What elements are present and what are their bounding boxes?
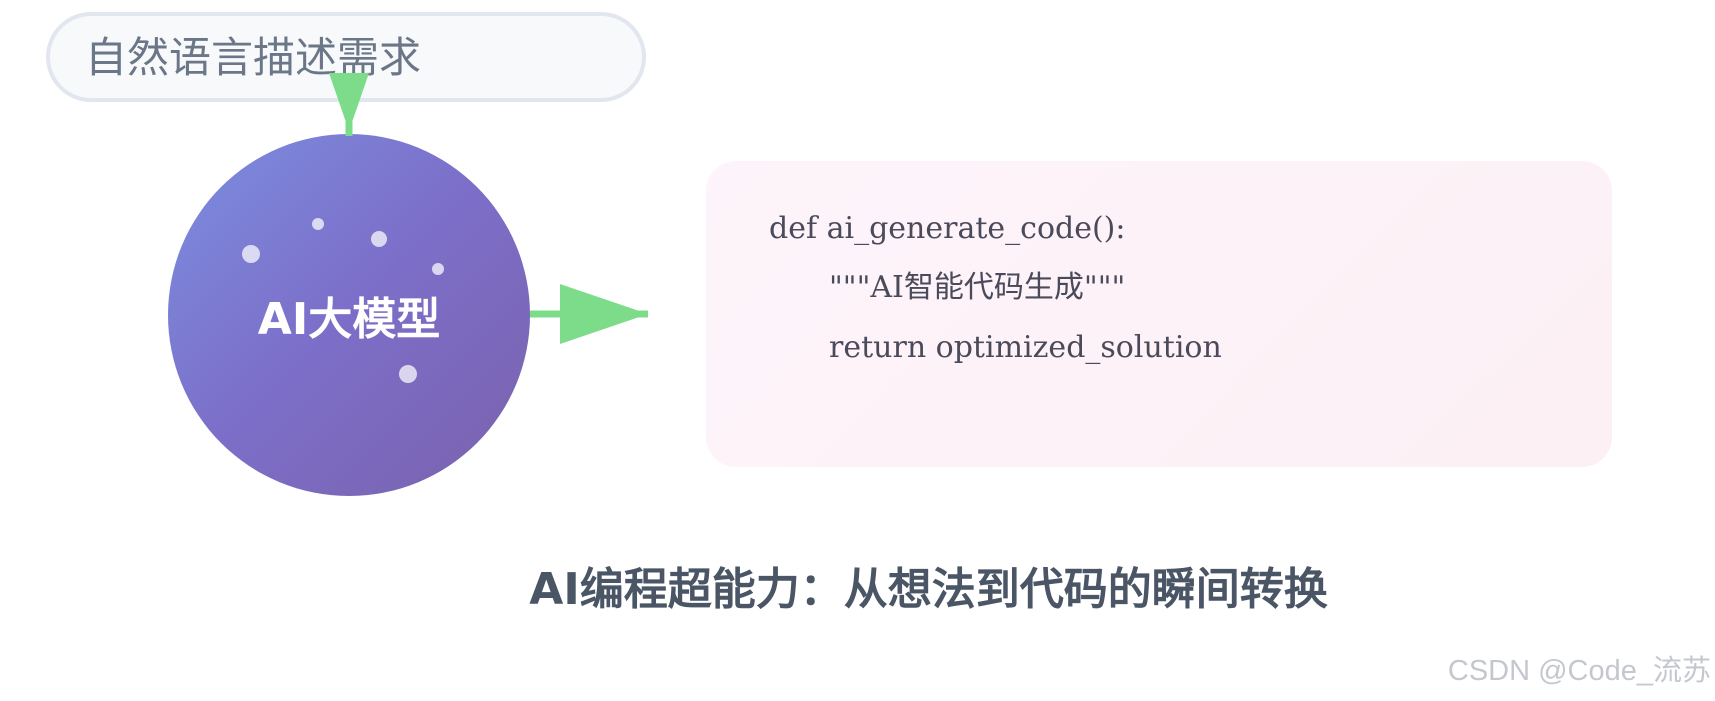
input-node-label: 自然语言描述需求 (85, 33, 422, 82)
diagram-caption: AI编程超能力：从想法到代码的瞬间转换 (529, 564, 1328, 615)
model-node: AI大模型 (168, 134, 530, 496)
particle-dot (432, 263, 444, 275)
model-node-label: AI大模型 (257, 294, 441, 345)
particle-dot (399, 365, 417, 383)
arrow-model-to-code (530, 284, 648, 344)
code-node: def ai_generate_code(): """AI智能代码生成""" r… (706, 161, 1612, 467)
particle-dot (371, 231, 387, 247)
particle-dot (242, 245, 260, 263)
code-line-docstring: """AI智能代码生成""" (829, 270, 1126, 305)
code-line-return: return optimized_solution (829, 330, 1222, 365)
input-node: 自然语言描述需求 (46, 12, 646, 102)
code-line-def: def ai_generate_code(): (769, 211, 1126, 246)
particle-dot (312, 218, 324, 230)
watermark: CSDN @Code_流苏 (1447, 655, 1711, 687)
